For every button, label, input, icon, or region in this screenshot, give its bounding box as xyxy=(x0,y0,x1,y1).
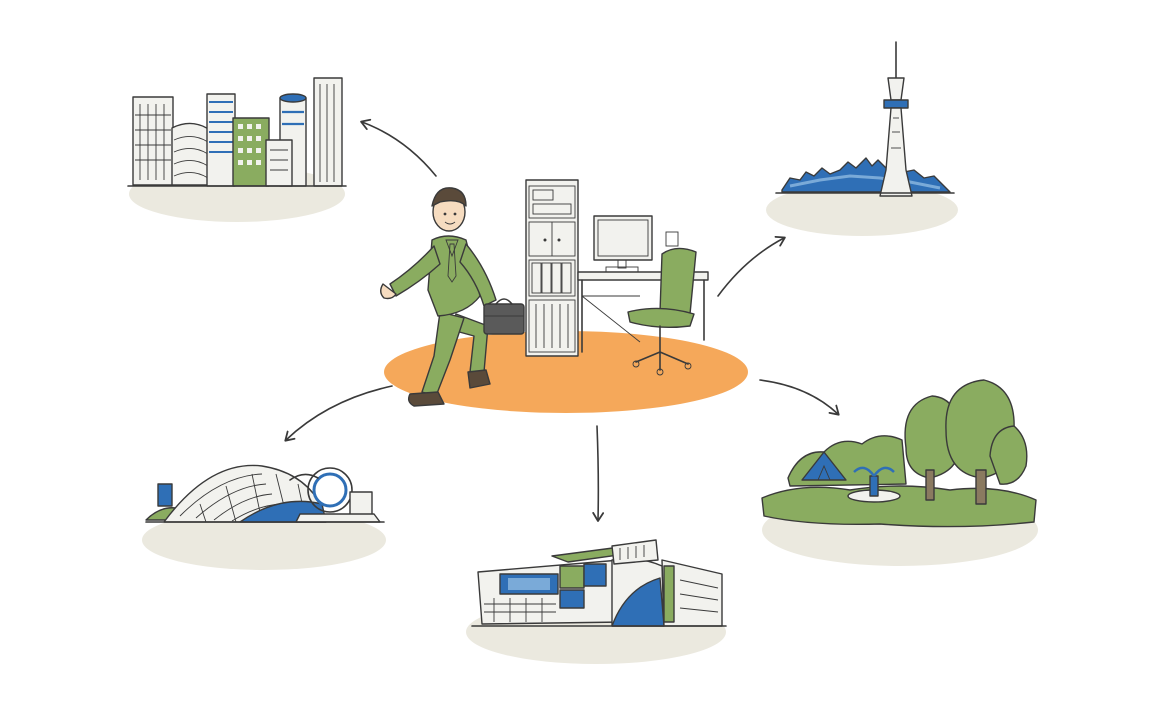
arrow-to-office-buildings xyxy=(360,118,437,177)
arrows xyxy=(284,118,840,522)
office-desk-icon xyxy=(577,215,709,353)
businessman-walking-icon xyxy=(380,187,525,407)
arrow-to-stadium xyxy=(284,385,393,442)
shopping-center-icon xyxy=(466,539,727,664)
office-buildings-icon xyxy=(127,77,347,222)
stadium-dome-icon xyxy=(142,464,386,570)
office-shelf-icon xyxy=(525,179,579,357)
park-forest-icon xyxy=(761,379,1038,566)
arrow-to-skyline xyxy=(717,235,786,297)
arrow-to-park xyxy=(759,379,840,416)
city-skyline-tower-icon xyxy=(766,41,958,236)
office-chair-icon xyxy=(627,247,697,376)
arrow-to-mall xyxy=(592,425,605,522)
